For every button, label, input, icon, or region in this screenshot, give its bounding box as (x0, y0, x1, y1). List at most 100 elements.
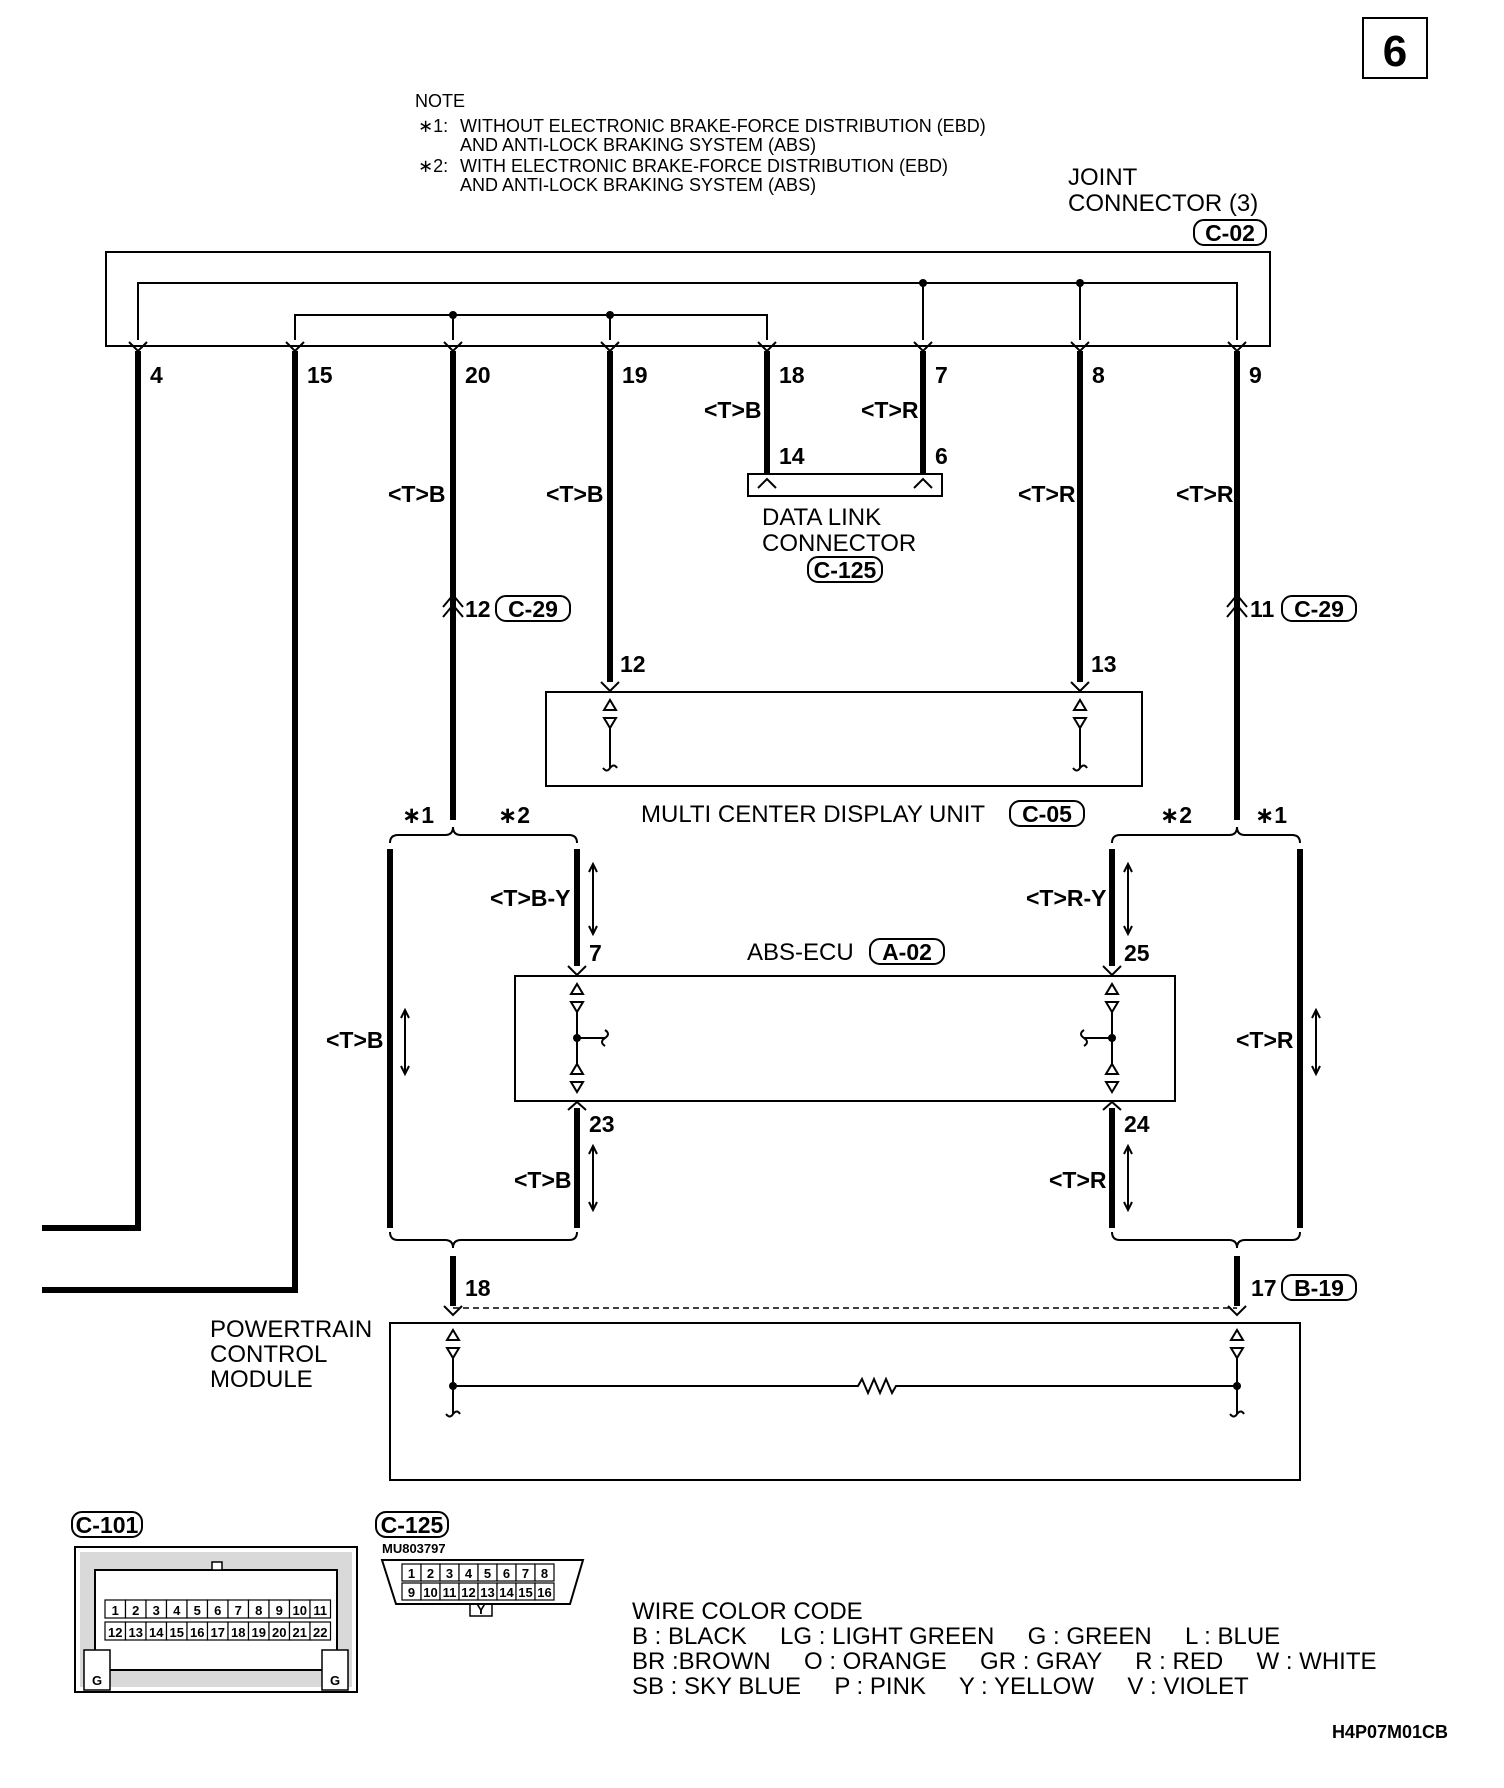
pcm-label-2: CONTROL (210, 1341, 327, 1368)
splice-dot (1076, 279, 1084, 287)
c101-pin-number: 11 (313, 1603, 327, 1618)
dlc-pin-6: 6 (935, 443, 948, 469)
c101-cell (309, 1621, 332, 1641)
pcm-code: B-19 (1294, 1275, 1344, 1301)
wire-color-label: <T>B (704, 397, 762, 423)
c101-pin-number: 22 (313, 1625, 327, 1640)
pcm-label-1: POWERTRAIN (210, 1316, 372, 1343)
signal-arrow (588, 1143, 598, 1213)
wire-color-label: <T>R-Y (1026, 885, 1107, 911)
c125-pin-number: 11 (443, 1585, 457, 1600)
c29-left-marker (442, 593, 464, 618)
joint-connector-label-1: JOINT (1068, 164, 1138, 191)
page-number-box (1362, 17, 1428, 79)
c101-pin-number: 10 (293, 1603, 307, 1618)
c125-part-number: MU803797 (382, 1541, 446, 1556)
joint-pin-4: 4 (150, 362, 163, 388)
mcd-pin-arrow-left (600, 681, 620, 693)
figure-id: H4P07M01CB (1332, 1722, 1448, 1742)
joint-connector-code-box (1193, 219, 1267, 246)
pcm-pin-17: 17 (1251, 1275, 1277, 1301)
c101-connector-view (74, 1546, 358, 1693)
joint-connector-label-2: CONNECTOR (3) (1068, 190, 1258, 217)
c101-ground-left: G (92, 1673, 102, 1688)
mcd-pin-12: 12 (620, 651, 646, 677)
c101-pin-number: 20 (272, 1625, 286, 1640)
abs-pin-25: 25 (1124, 940, 1150, 966)
mark-star2-left: ∗2 (498, 802, 530, 828)
c101-pin-number: 2 (132, 1603, 139, 1618)
c125-cell (534, 1563, 555, 1582)
c125-code-box (375, 1511, 449, 1538)
c125-cell (534, 1582, 555, 1601)
joint-pin-7: 7 (935, 362, 948, 388)
c101-pin-number: 19 (252, 1625, 266, 1640)
abs-pin-arrow (1102, 965, 1122, 977)
c29-left-code: C-29 (508, 596, 558, 622)
c101-pin-number: 7 (235, 1603, 242, 1618)
page-number: 6 (1383, 27, 1407, 76)
mark-star2-right: ∗2 (1160, 802, 1192, 828)
wire-color-label: <T>R (1236, 1027, 1294, 1053)
note-mark-2: ∗2: (418, 156, 448, 176)
c125-pin-number: 13 (480, 1585, 494, 1600)
note-heading: NOTE (415, 91, 465, 111)
c125-pin-number: 14 (499, 1585, 514, 1600)
c101-pin-number: 8 (255, 1603, 262, 1618)
c101-pin-number: 6 (214, 1603, 221, 1618)
joint-pin-15: 15 (307, 362, 333, 388)
junction-dot (449, 1382, 457, 1390)
joint-pin-18: 18 (779, 362, 805, 388)
pcm-pin-18: 18 (465, 1275, 491, 1301)
splice-dot (449, 311, 457, 319)
c125-pin-number: 6 (503, 1566, 510, 1581)
c125-pin-number: 5 (484, 1566, 491, 1581)
dlc-code: C-125 (814, 557, 877, 583)
c125-pin-number: 4 (465, 1566, 473, 1581)
c125-pin-number: 2 (427, 1566, 434, 1581)
abs-ecu-box (514, 975, 1176, 1102)
c101-pin-number: 4 (173, 1603, 181, 1618)
c125-pin-number: 3 (446, 1566, 453, 1581)
junction-dot (1108, 1034, 1116, 1042)
wire-color-label: <T>B (326, 1027, 384, 1053)
note-2-line2: AND ANTI-LOCK BRAKING SYSTEM (ABS) (460, 175, 816, 195)
joint-pin-20: 20 (465, 362, 491, 388)
c101-pin-number: 21 (293, 1625, 307, 1640)
c125-code: C-125 (381, 1512, 444, 1538)
wire-color-label: <T>B-Y (490, 885, 571, 911)
c29-pin-12: 12 (465, 596, 491, 622)
abs-ecu-label: ABS-ECU (747, 939, 854, 966)
c101-pin-number: 5 (194, 1603, 201, 1618)
dlc-label-1: DATA LINK (762, 504, 881, 531)
splice-dot (606, 311, 614, 319)
wire-pin-15 (42, 351, 298, 1293)
dlc-arrow (757, 477, 777, 489)
abs-pin-24: 24 (1124, 1111, 1150, 1137)
pcm-code-box (1281, 1274, 1357, 1301)
mcd-internal (602, 698, 1088, 772)
note-2-line1: WITH ELECTRONIC BRAKE-FORCE DISTRIBUTION… (460, 156, 948, 176)
note-mark-1: ∗1: (418, 116, 448, 136)
abs-pin-arrow (567, 1100, 587, 1111)
c29-right-marker (1226, 593, 1248, 618)
c125-pin-number: 10 (423, 1585, 437, 1600)
mcd-label: MULTI CENTER DISPLAY UNIT (641, 801, 985, 828)
c101-pin-number: 13 (129, 1625, 143, 1640)
joint-pin-8: 8 (1092, 362, 1105, 388)
c101-pin-number: 3 (153, 1603, 160, 1618)
mcd-pin-arrow-right (1070, 681, 1090, 693)
signal-arrow (588, 861, 598, 937)
abs-ecu-internal (569, 982, 1120, 1094)
c125-pin-number: 15 (518, 1585, 532, 1600)
brace-left-bottom (389, 1231, 578, 1249)
c125-connector-shell (380, 1559, 585, 1605)
joint-pin-9: 9 (1249, 362, 1262, 388)
wire-color-label: <T>B (388, 481, 446, 507)
c101-ground-right: G (330, 1673, 340, 1688)
wire-color-code-line3: SB : SKY BLUE P : PINK Y : YELLOW V : VI… (632, 1673, 1249, 1700)
joint-pin-19: 19 (622, 362, 648, 388)
